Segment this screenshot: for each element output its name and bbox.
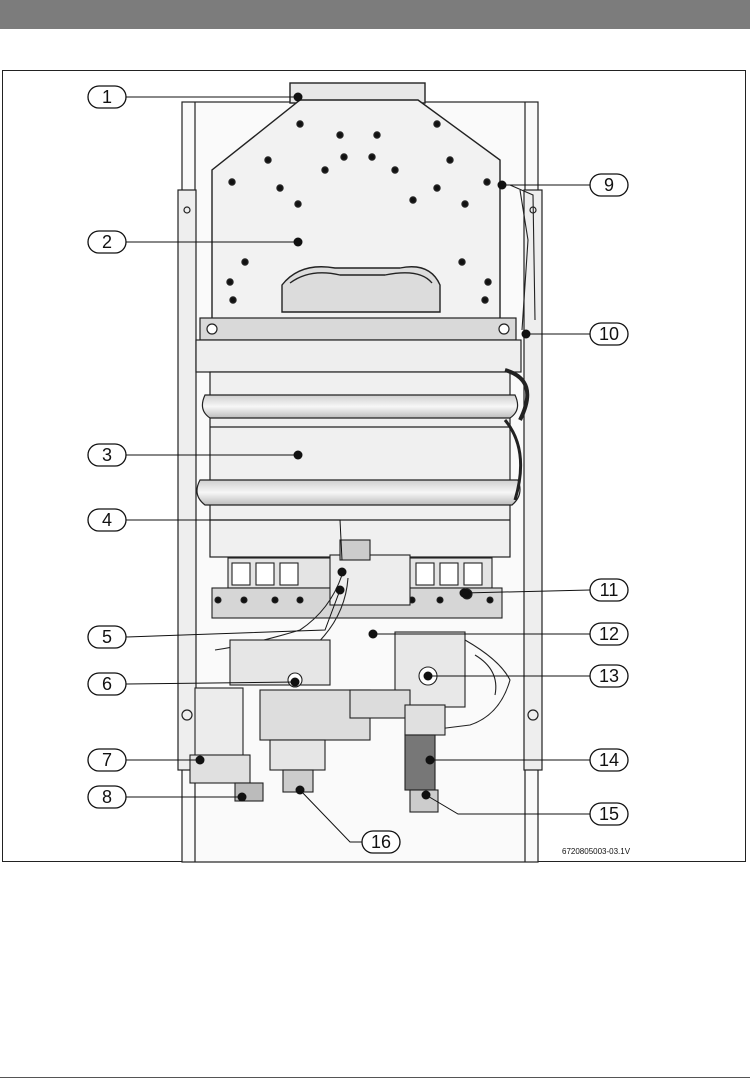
callout-8: 8 — [87, 785, 127, 809]
leader-dots — [195, 92, 531, 802]
callout-4-label: 4 — [102, 510, 112, 530]
page-header-bar — [0, 0, 750, 29]
callout-7-label: 7 — [102, 750, 112, 770]
callout-13: 13 — [589, 664, 629, 688]
callout-2: 2 — [87, 230, 127, 254]
callout-3-label: 3 — [102, 445, 112, 465]
callout-11-label: 11 — [600, 580, 619, 600]
callout-3: 3 — [87, 443, 127, 467]
flue-hood-holes — [226, 120, 492, 304]
flue-hood — [211, 82, 501, 323]
callout-11: 11 — [589, 578, 629, 602]
callout-9: 9 — [589, 173, 629, 197]
callout-10-label: 10 — [599, 324, 619, 344]
callout-16: 16 — [361, 830, 401, 854]
callout-14-label: 14 — [599, 750, 619, 770]
callout-16-label: 16 — [371, 832, 391, 852]
clamping-bar — [195, 317, 522, 373]
figure-code: 6720805003-03.1V — [562, 847, 631, 856]
callout-1-label: 1 — [102, 87, 112, 107]
callout-13-label: 13 — [599, 666, 619, 686]
callout-15: 15 — [589, 802, 629, 826]
callout-5-label: 5 — [102, 627, 112, 647]
footer-rule — [0, 1077, 750, 1078]
leader-lines — [125, 96, 591, 843]
callout-2-label: 2 — [102, 232, 112, 252]
callout-15-label: 15 — [599, 804, 619, 824]
callout-4: 4 — [87, 508, 127, 532]
burner-assembly — [211, 539, 503, 619]
callout-6: 6 — [87, 672, 127, 696]
callout-6-label: 6 — [102, 674, 112, 694]
control-box — [189, 687, 264, 802]
callout-8-label: 8 — [102, 787, 112, 807]
heat-exchanger — [196, 368, 530, 558]
callout-1: 1 — [87, 85, 127, 109]
callout-12-label: 12 — [599, 624, 619, 644]
callout-10: 10 — [589, 322, 629, 346]
callout-9-label: 9 — [604, 175, 614, 195]
callout-12: 12 — [589, 622, 629, 646]
callout-5: 5 — [87, 625, 127, 649]
gas-valve — [349, 631, 466, 813]
callout-14: 14 — [589, 748, 629, 772]
callout-7: 7 — [87, 748, 127, 772]
